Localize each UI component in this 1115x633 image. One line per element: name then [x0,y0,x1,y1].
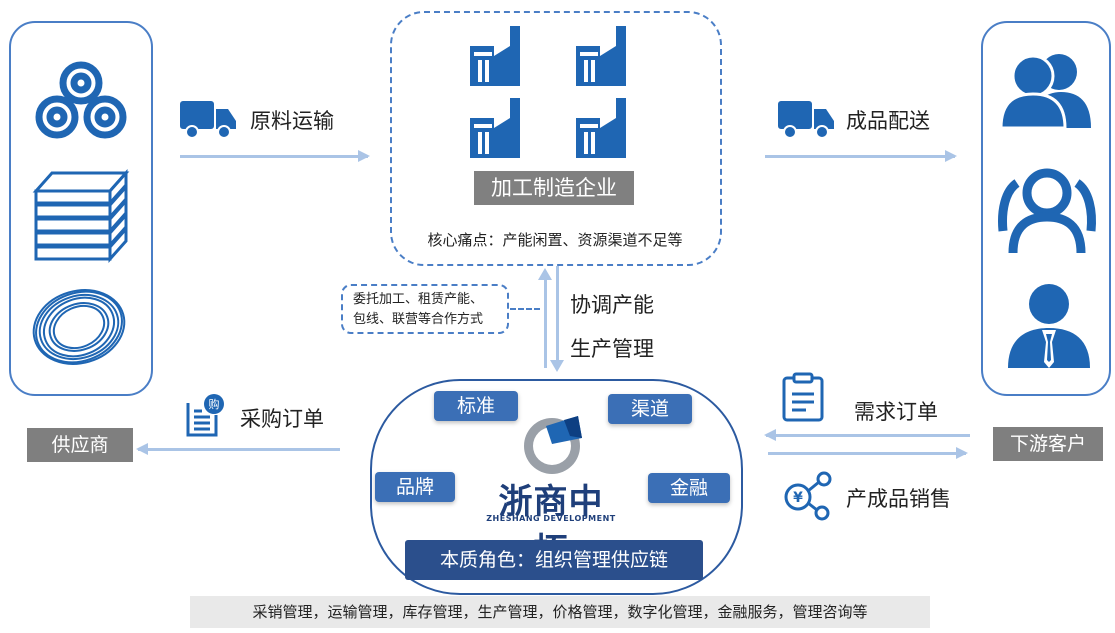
hub-tag-finance: 金融 [648,473,730,503]
raw-transport-label: 原料运输 [250,109,334,133]
demand-order-label: 需求订单 [854,400,938,424]
product-sales-label: 产成品销售 [846,487,951,511]
cooperation-box: 委托加工、租赁产能、 包线、联营等合作方式 [341,284,509,334]
product-delivery-arrow [765,150,957,162]
truck-icon [778,101,834,139]
up-arrow-head [538,268,552,280]
demand-order-icon [782,372,824,422]
cooperation-line-2: 包线、联营等合作方式 [353,312,484,327]
hub-panel [370,379,743,595]
factory-icon [470,26,520,86]
svg-text:¥: ¥ [793,490,803,506]
purchase-order-label: 采购订单 [240,407,324,431]
processing-enterprise-box [390,11,722,266]
enterprise-title: 加工制造企业 [474,171,634,205]
up-arrow [544,276,547,368]
truck-icon [180,101,236,139]
product-sales-arrow [768,447,968,459]
user-outline-icon [998,168,1096,254]
hub-tag-brand: 品牌 [375,472,455,502]
supplier-tag: 供应商 [27,428,133,462]
customer-tag: 下游客户 [993,427,1103,461]
demand-order-arrow [764,429,970,441]
svg-text:购: 购 [209,397,220,411]
services-bar: 采销管理，运输管理，库存管理，生产管理，价格管理，数字化管理，金融服务，管理咨询… [190,596,930,628]
hub-role: 本质角色：组织管理供应链 [405,540,703,580]
users-group-icon [1001,54,1091,130]
production-management-label: 生产管理 [570,337,654,361]
pain-points-text: 核心痛点：产能闲置、资源渠道不足等 [427,231,683,249]
down-arrow-head [550,360,564,372]
purchase-order-arrow [136,443,340,455]
company-logo-icon [524,416,582,474]
cooperation-line-1: 委托加工、租赁产能、 [353,292,484,307]
factory-icon [470,98,520,158]
product-delivery-label: 成品配送 [846,109,930,133]
raw-transport-arrow [180,150,370,162]
wire-rod-coil-icon [32,289,126,365]
coordinate-capacity-label: 协调产能 [570,293,654,317]
steel-plates-icon [32,169,130,263]
factory-icon [576,98,626,158]
factory-icon [576,26,626,86]
hub-tag-standard: 标准 [434,391,518,421]
purchase-order-icon: 购 [186,394,224,437]
logo-english-text: ZHESHANG DEVELOPMENT [486,514,616,523]
hub-tag-channel: 渠道 [608,394,692,424]
down-arrow [556,266,559,360]
sales-network-icon: ¥ [784,471,832,521]
cooperation-connector [510,308,540,310]
wire-coils-icon [35,61,127,139]
businessman-icon [1008,284,1090,368]
